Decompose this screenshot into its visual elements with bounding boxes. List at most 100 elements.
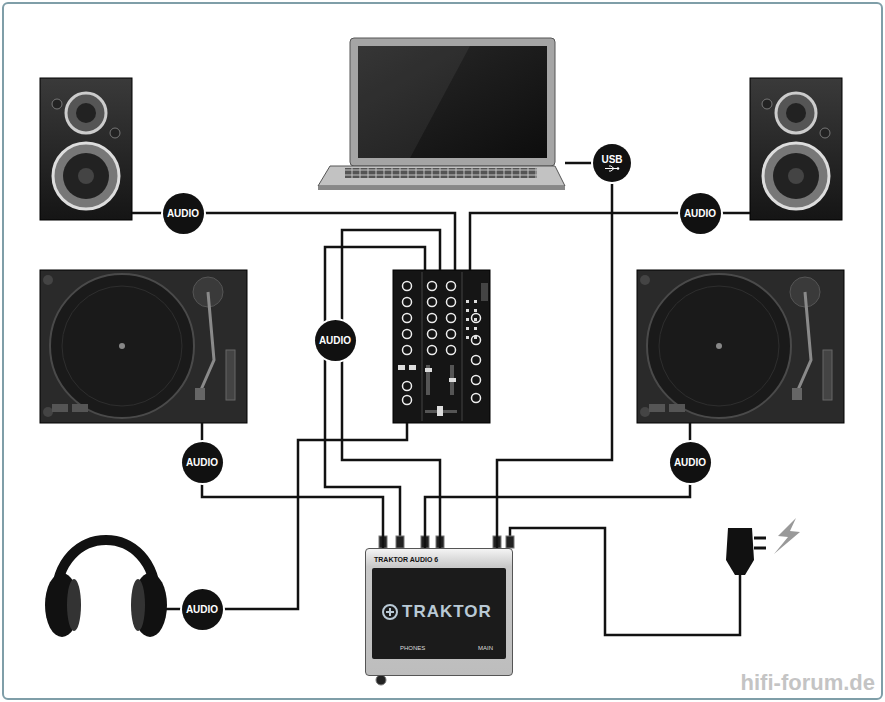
speaker-part <box>110 128 120 138</box>
mixer-part <box>474 309 477 312</box>
mixer-part <box>425 368 432 372</box>
headphones <box>45 540 167 637</box>
speaker-part <box>63 153 109 199</box>
power-adapter-part <box>774 518 800 554</box>
mixer-part <box>449 378 456 382</box>
mixer-part <box>474 336 477 339</box>
mixer-part <box>447 298 456 307</box>
badge-text: USB <box>601 154 622 165</box>
jacks-part <box>506 536 514 548</box>
turntable-part <box>200 292 214 392</box>
mixer-part <box>428 314 437 323</box>
speaker-part <box>40 78 132 220</box>
brand-logo-part <box>383 605 397 619</box>
mixer-part <box>422 272 423 421</box>
mixer-part <box>462 272 463 421</box>
mixer-part <box>403 382 412 391</box>
mixer-part <box>403 298 412 307</box>
usb-symbol-part <box>617 167 620 170</box>
speaker-part <box>52 99 62 109</box>
turntable-part <box>119 343 125 349</box>
laptop-part <box>358 46 470 158</box>
wires-part <box>325 340 400 548</box>
watermark: hifi-forum.de <box>741 670 875 696</box>
audio-badge: AUDIO <box>670 442 711 483</box>
mixer <box>393 270 490 423</box>
brand-name: TRAKTOR <box>402 603 492 620</box>
laptop-part <box>358 46 547 158</box>
power-adapter-part <box>754 547 766 550</box>
mixer-part <box>472 394 481 403</box>
mixer-part <box>466 336 469 339</box>
badge-text: AUDIO <box>319 335 351 346</box>
turntable-part <box>43 275 53 285</box>
mixer-part <box>403 282 412 291</box>
laptop-part <box>318 166 565 186</box>
badge-text: AUDIO <box>186 457 218 468</box>
audio-badge: AUDIO <box>163 193 204 234</box>
turntable-part <box>226 350 235 400</box>
mixer-part <box>428 298 437 307</box>
badge-text: AUDIO <box>167 208 199 219</box>
usb-symbol <box>604 165 620 172</box>
badge-text: AUDIO <box>684 208 716 219</box>
turntable-part <box>40 270 247 423</box>
mixer-part <box>481 283 488 301</box>
mixer-part <box>428 330 437 339</box>
device-model: TRAKTOR AUDIO 6 <box>374 556 438 563</box>
power-adapter-part <box>726 528 754 575</box>
speaker-part <box>66 93 106 133</box>
usb-symbol-part <box>605 166 618 171</box>
cable-connector <box>202 483 383 549</box>
turntable-part <box>50 274 194 418</box>
mixer-part <box>447 330 456 339</box>
turntable-part <box>72 404 88 412</box>
turntable-part <box>52 404 68 412</box>
speaker-part <box>76 103 96 123</box>
mixer-part <box>409 365 416 370</box>
power-adapter <box>726 518 800 575</box>
turntable-part <box>62 286 182 406</box>
mixer-part <box>472 314 481 323</box>
mixer-part <box>403 314 412 323</box>
jacks-part <box>396 536 404 548</box>
jacks-part <box>376 675 386 685</box>
audio-badge: AUDIO <box>182 589 223 630</box>
badge-text: AUDIO <box>186 604 218 615</box>
audio-interface: TRAKTOR AUDIO 6 TRAKTOR PHONES MAIN <box>365 548 513 676</box>
headphones-part <box>67 579 81 631</box>
turntable-part <box>43 407 53 417</box>
mixer-part <box>447 314 456 323</box>
mixer-part <box>447 282 456 291</box>
usb-badge: USB <box>593 144 631 182</box>
mixer-part <box>466 309 469 312</box>
mixer-part <box>466 327 469 330</box>
audio-badge: AUDIO <box>182 442 223 483</box>
jack-label: PHONES <box>400 645 425 651</box>
audio-badge: AUDIO <box>315 320 356 361</box>
laptop <box>318 38 565 190</box>
mixer-part <box>472 356 481 365</box>
mixer-part <box>398 365 405 370</box>
turntable <box>40 270 247 423</box>
brand-logo <box>382 604 398 620</box>
wires-part <box>510 528 740 635</box>
mixer-part <box>472 376 481 385</box>
mixer-part <box>437 406 443 416</box>
laptop-part <box>318 186 565 190</box>
mixer-part <box>428 282 437 291</box>
jack-label: MAIN <box>478 645 493 651</box>
laptop-part <box>350 38 555 166</box>
mixer-part <box>403 396 412 405</box>
mixer-part <box>474 327 477 330</box>
mixer-part <box>403 330 412 339</box>
mixer-part <box>466 300 469 303</box>
speaker-part <box>53 143 119 209</box>
mixer-part <box>472 336 481 345</box>
turntable <box>637 270 844 423</box>
mixer-part <box>474 318 477 321</box>
turntable-part <box>195 388 205 400</box>
mixer-part <box>447 346 456 355</box>
mixer-part <box>428 346 437 355</box>
cable-connector <box>497 182 612 548</box>
